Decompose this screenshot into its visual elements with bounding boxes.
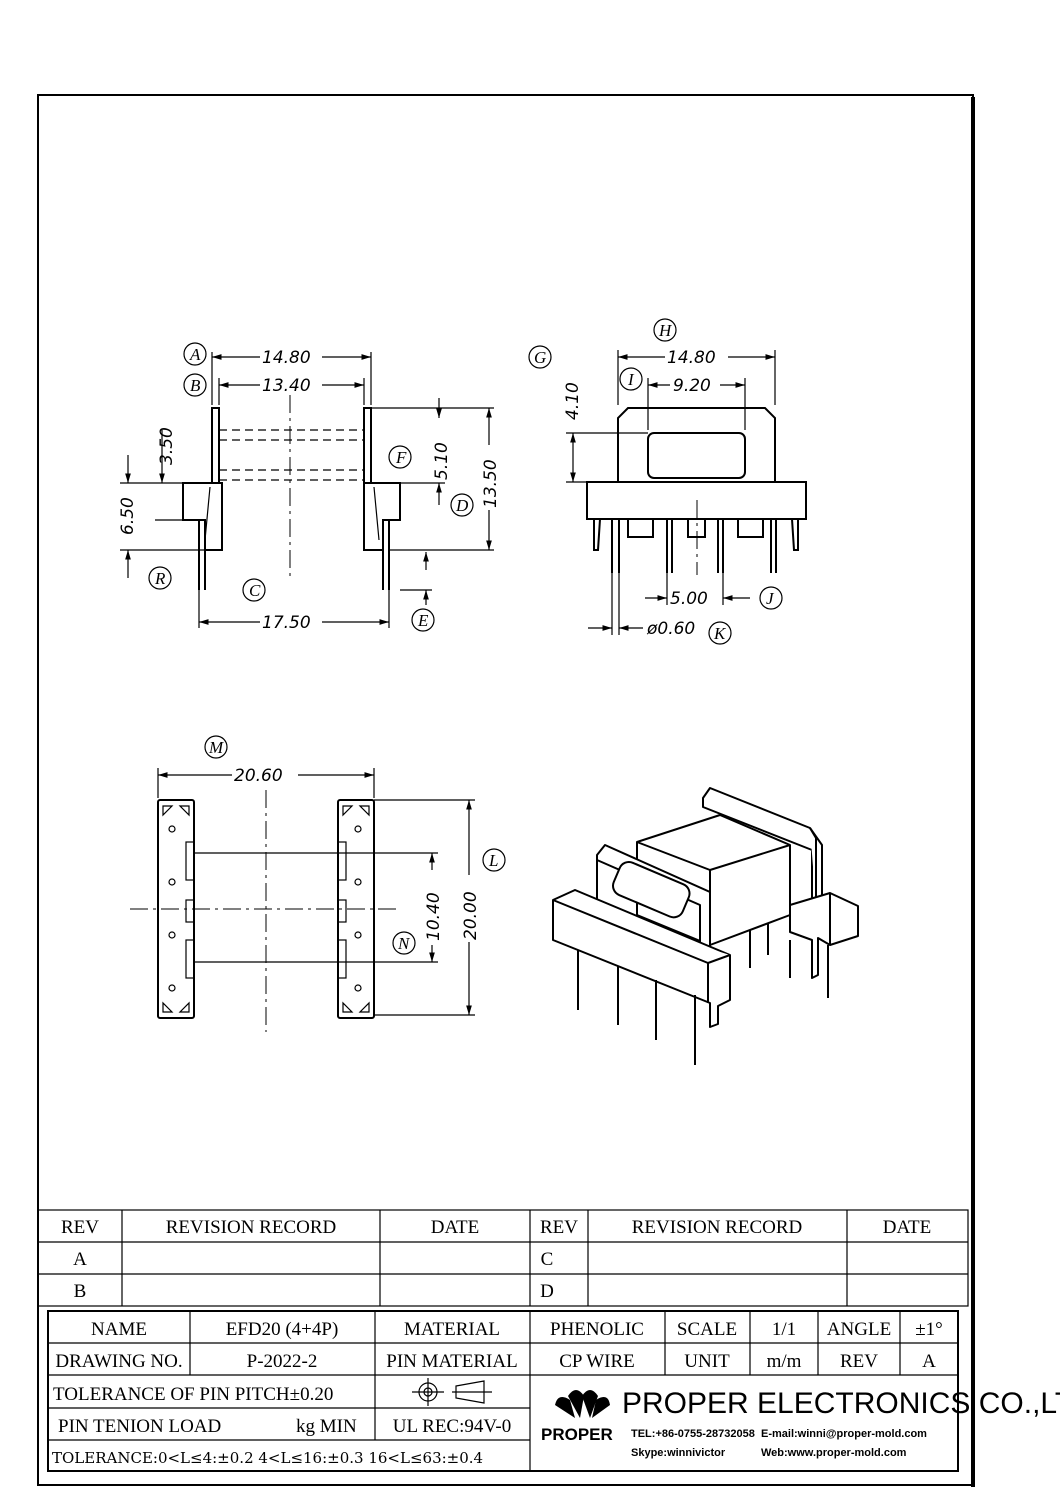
svg-text:PHENOLIC: PHENOLIC [550, 1319, 644, 1340]
svg-text:REVISION RECORD: REVISION RECORD [166, 1217, 336, 1238]
dim-h: 14.80 [667, 348, 716, 368]
svg-text:REV: REV [840, 1351, 878, 1372]
svg-text:B: B [190, 376, 201, 395]
svg-text:kg MIN: kg MIN [296, 1416, 357, 1437]
svg-text:ANGLE: ANGLE [827, 1319, 891, 1340]
dim-g: 6.50 [118, 497, 138, 535]
svg-text:K: K [713, 624, 727, 643]
svg-text:Web:www.proper-mold.com: Web:www.proper-mold.com [761, 1447, 907, 1459]
svg-text:±1°: ±1° [915, 1319, 943, 1340]
company-logo-icon: PROPER [541, 1390, 613, 1444]
dim-j: 5.00 [670, 589, 708, 609]
svg-text:REVISION RECORD: REVISION RECORD [632, 1217, 802, 1238]
svg-text:UNIT: UNIT [684, 1351, 730, 1372]
sheet-border [37, 94, 974, 1486]
dim-f: 3.50 [157, 427, 177, 465]
svg-text:TOLERANCE:0<L≤4:±0.2 4<L≤16:±: TOLERANCE:0<L≤4:±0.2 4<L≤16:±0.3 16<L≤63… [52, 1449, 483, 1467]
svg-text:TOLERANCE OF PIN PITCH±0.20: TOLERANCE OF PIN PITCH±0.20 [53, 1384, 333, 1405]
dim-a: 14.80 [262, 348, 311, 368]
dim-i: 9.20 [673, 376, 711, 396]
svg-text:P-2022-2: P-2022-2 [247, 1351, 318, 1372]
svg-text:EFD20 (4+4P): EFD20 (4+4P) [226, 1319, 339, 1340]
svg-text:G: G [534, 348, 546, 367]
svg-text:J: J [766, 589, 775, 608]
svg-text:E-mail:winni@proper-mold.com: E-mail:winni@proper-mold.com [761, 1428, 927, 1440]
svg-text:H: H [658, 321, 673, 340]
company-name: PROPER ELECTRONICS CO.,LTD [622, 1387, 1060, 1420]
revision-table: REV REVISION RECORD DATE REV REVISION RE… [37, 1209, 969, 1307]
svg-text:D: D [540, 1281, 554, 1302]
svg-text:L: L [488, 851, 498, 870]
svg-text:PIN MATERIAL: PIN MATERIAL [386, 1351, 517, 1372]
svg-text:1/1: 1/1 [772, 1319, 796, 1340]
svg-text:D: D [455, 496, 469, 515]
title-block: NAME EFD20 (4+4P) MATERIAL PHENOLIC SCAL… [47, 1310, 1060, 1472]
svg-text:NAME: NAME [91, 1319, 147, 1340]
dim-d: 5.10 [432, 442, 452, 480]
svg-text:CP WIRE: CP WIRE [559, 1351, 634, 1372]
svg-text:PIN TENION LOAD: PIN TENION LOAD [58, 1416, 221, 1437]
svg-text:M: M [208, 738, 224, 757]
svg-text:I: I [627, 370, 635, 389]
svg-text:PROPER: PROPER [541, 1425, 613, 1444]
svg-text:m/m: m/m [767, 1351, 802, 1372]
dim-k: ø0.60 [646, 619, 695, 639]
svg-text:REV: REV [540, 1217, 578, 1238]
svg-text:A: A [922, 1351, 936, 1372]
dim-g2: 4.10 [563, 382, 583, 420]
dim-n: 10.40 [424, 892, 444, 941]
dim-l: 20.00 [461, 891, 481, 940]
svg-text:N: N [397, 934, 411, 953]
svg-text:DRAWING NO.: DRAWING NO. [55, 1351, 182, 1372]
side-view: 14.80 9.20 4.10 5.00 ø0.60 G H I J K [528, 318, 807, 645]
svg-text:MATERIAL: MATERIAL [404, 1319, 500, 1340]
dim-c: 17.50 [262, 613, 311, 633]
svg-text:F: F [395, 448, 407, 467]
dim-e: 13.50 [481, 459, 501, 508]
svg-text:A: A [189, 345, 201, 364]
svg-text:DATE: DATE [431, 1217, 480, 1238]
svg-text:REV: REV [61, 1217, 99, 1238]
svg-text:B: B [74, 1281, 87, 1302]
front-view: 14.80 13.40 13.50 5.10 3.50 6.50 [118, 342, 501, 633]
svg-text:A: A [73, 1249, 87, 1270]
svg-text:UL REC:94V-0: UL REC:94V-0 [393, 1416, 511, 1437]
svg-text:C: C [249, 581, 261, 600]
top-view: 20.60 20.00 10.40 M L N [130, 735, 506, 1032]
svg-text:E: E [417, 611, 429, 630]
svg-text:C: C [541, 1249, 554, 1270]
svg-text:SCALE: SCALE [677, 1319, 737, 1340]
isometric-view [552, 787, 859, 1065]
svg-text:DATE: DATE [883, 1217, 932, 1238]
svg-text:TEL:+86-0755-28732058: TEL:+86-0755-28732058 [631, 1428, 755, 1440]
dim-m: 20.60 [234, 766, 283, 786]
svg-text:R: R [154, 569, 166, 588]
svg-text:Skype:winnivictor: Skype:winnivictor [631, 1447, 726, 1459]
dim-b: 13.40 [262, 376, 311, 396]
projection-symbol-icon [412, 1378, 492, 1406]
